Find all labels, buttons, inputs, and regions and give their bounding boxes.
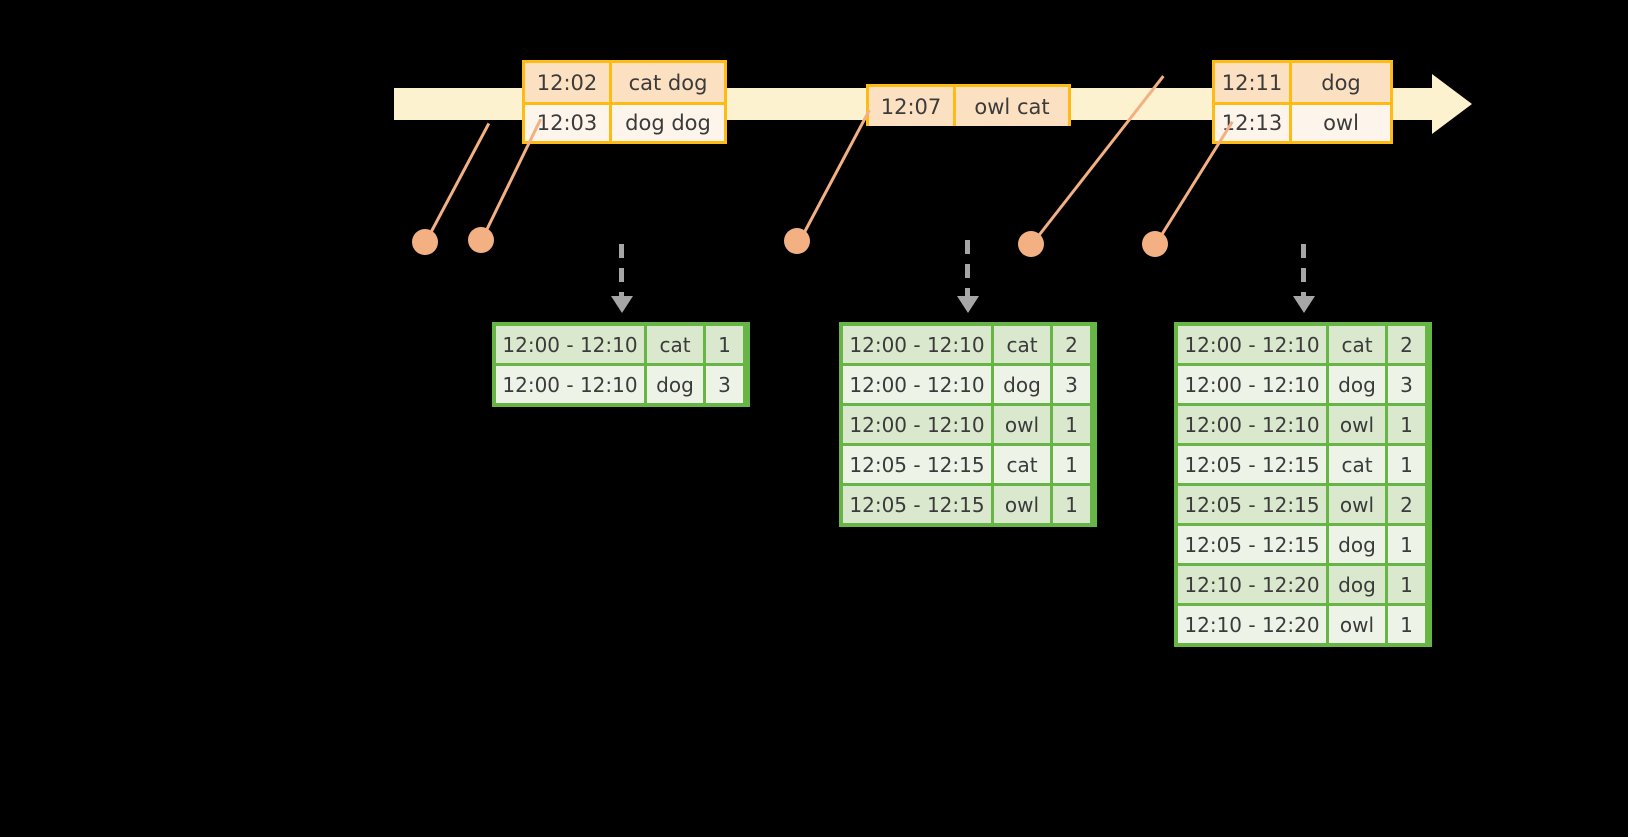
cell-window: 12:05 - 12:15 <box>1178 486 1326 523</box>
cell-count: 1 <box>1388 406 1425 443</box>
cell-word: cat <box>994 326 1050 363</box>
cell-count: 1 <box>1053 486 1090 523</box>
event-words: owl cat <box>956 87 1068 126</box>
event-row[interactable]: 12:13 owl <box>1215 102 1390 141</box>
event-row[interactable]: 12:11 dog <box>1215 63 1390 102</box>
cell-count: 3 <box>706 366 743 403</box>
cell-count: 2 <box>1388 326 1425 363</box>
event-time: 12:07 <box>869 87 956 126</box>
cell-window: 12:00 - 12:10 <box>1178 326 1326 363</box>
table-row[interactable]: 12:00 - 12:10 dog 3 <box>1178 366 1428 403</box>
cell-window: 12:05 - 12:15 <box>843 446 991 483</box>
cell-window: 12:00 - 12:10 <box>496 366 644 403</box>
result-table-1[interactable]: 12:00 - 12:10 cat 1 12:00 - 12:10 dog 3 <box>492 322 750 407</box>
connector-line <box>423 122 491 245</box>
event-group-2[interactable]: 12:07 owl cat <box>866 84 1071 126</box>
cell-count: 1 <box>1388 566 1425 603</box>
event-time: 12:11 <box>1215 63 1292 102</box>
cell-word: owl <box>994 406 1050 443</box>
cell-word: dog <box>994 366 1050 403</box>
cell-window: 12:00 - 12:10 <box>1178 366 1326 403</box>
connector-dot <box>784 228 810 254</box>
event-time: 12:13 <box>1215 105 1292 141</box>
cell-window: 12:10 - 12:20 <box>1178 606 1326 643</box>
cell-count: 3 <box>1053 366 1090 403</box>
table-row[interactable]: 12:10 - 12:20 dog 1 <box>1178 566 1428 603</box>
event-time: 12:02 <box>525 63 612 102</box>
cell-count: 2 <box>1388 486 1425 523</box>
cell-window: 12:00 - 12:10 <box>843 326 991 363</box>
cell-window: 12:00 - 12:10 <box>1178 406 1326 443</box>
table-row[interactable]: 12:05 - 12:15 dog 1 <box>1178 526 1428 563</box>
connector-dot <box>412 229 438 255</box>
event-words: dog dog <box>612 105 724 141</box>
event-time: 12:03 <box>525 105 612 141</box>
table-row[interactable]: 12:00 - 12:10 dog 3 <box>496 366 746 403</box>
cell-window: 12:05 - 12:15 <box>843 486 991 523</box>
table-row[interactable]: 12:05 - 12:15 owl 2 <box>1178 486 1428 523</box>
cell-window: 12:10 - 12:20 <box>1178 566 1326 603</box>
event-row[interactable]: 12:03 dog dog <box>525 102 724 141</box>
cell-word: cat <box>994 446 1050 483</box>
connector-dot <box>1142 231 1168 257</box>
event-words: owl <box>1292 105 1390 141</box>
event-row[interactable]: 12:02 cat dog <box>525 63 724 102</box>
table-row[interactable]: 12:05 - 12:15 owl 1 <box>843 486 1093 523</box>
cell-count: 1 <box>1388 526 1425 563</box>
cell-word: owl <box>1329 486 1385 523</box>
cell-count: 1 <box>1053 446 1090 483</box>
cell-count: 1 <box>1053 406 1090 443</box>
table-row[interactable]: 12:00 - 12:10 dog 3 <box>843 366 1093 403</box>
cell-window: 12:00 - 12:10 <box>496 326 644 363</box>
cell-word: cat <box>1329 446 1385 483</box>
table-row[interactable]: 12:00 - 12:10 cat 2 <box>843 326 1093 363</box>
event-group-1[interactable]: 12:02 cat dog 12:03 dog dog <box>522 60 727 144</box>
cell-count: 3 <box>1388 366 1425 403</box>
cell-word: owl <box>994 486 1050 523</box>
event-group-3[interactable]: 12:11 dog 12:13 owl <box>1212 60 1393 144</box>
cell-word: cat <box>1329 326 1385 363</box>
cell-word: dog <box>1329 366 1385 403</box>
table-row[interactable]: 12:00 - 12:10 cat 1 <box>496 326 746 363</box>
event-row[interactable]: 12:07 owl cat <box>869 87 1068 126</box>
connector-dot <box>1018 231 1044 257</box>
event-words: cat dog <box>612 63 724 102</box>
cell-window: 12:05 - 12:15 <box>1178 526 1326 563</box>
table-row[interactable]: 12:05 - 12:15 cat 1 <box>843 446 1093 483</box>
cell-window: 12:00 - 12:10 <box>843 366 991 403</box>
result-table-3[interactable]: 12:00 - 12:10 cat 2 12:00 - 12:10 dog 3 … <box>1174 322 1432 647</box>
connector-line <box>479 118 542 243</box>
timeline-arrowhead <box>1432 74 1472 134</box>
cell-word: dog <box>647 366 703 403</box>
table-row[interactable]: 12:00 - 12:10 owl 1 <box>1178 406 1428 443</box>
cell-word: dog <box>1329 526 1385 563</box>
result-table-2[interactable]: 12:00 - 12:10 cat 2 12:00 - 12:10 dog 3 … <box>839 322 1097 527</box>
table-row[interactable]: 12:00 - 12:10 cat 2 <box>1178 326 1428 363</box>
table-row[interactable]: 12:10 - 12:20 owl 1 <box>1178 606 1428 643</box>
cell-count: 1 <box>1388 446 1425 483</box>
connector-line <box>1153 120 1234 247</box>
table-row[interactable]: 12:05 - 12:15 cat 1 <box>1178 446 1428 483</box>
cell-word: owl <box>1329 406 1385 443</box>
cell-count: 1 <box>706 326 743 363</box>
connector-line <box>797 109 871 244</box>
cell-word: cat <box>647 326 703 363</box>
cell-count: 2 <box>1053 326 1090 363</box>
cell-window: 12:05 - 12:15 <box>1178 446 1326 483</box>
connector-dot <box>468 227 494 253</box>
cell-word: dog <box>1329 566 1385 603</box>
cell-window: 12:00 - 12:10 <box>843 406 991 443</box>
cell-word: owl <box>1329 606 1385 643</box>
table-row[interactable]: 12:00 - 12:10 owl 1 <box>843 406 1093 443</box>
cell-count: 1 <box>1388 606 1425 643</box>
event-words: dog <box>1292 63 1390 102</box>
